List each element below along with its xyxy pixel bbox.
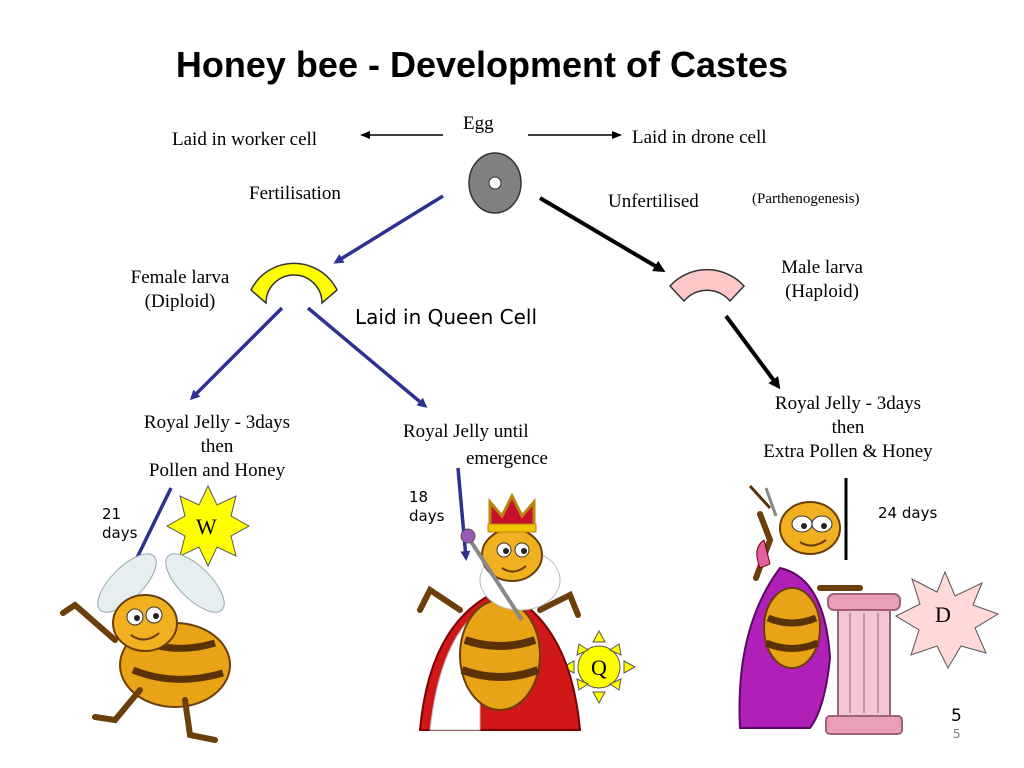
queen-bee-illustration bbox=[417, 492, 582, 731]
queen-diet-line2: emergence bbox=[466, 448, 548, 469]
female-larva-name: Female larva bbox=[130, 267, 230, 288]
male-larva-label: Male larva (Haploid) bbox=[752, 256, 892, 304]
page-number-small: 5 bbox=[953, 727, 961, 741]
arrow-egg-to-female-larva bbox=[333, 194, 444, 264]
queen-days-number: 18 bbox=[409, 488, 429, 506]
worker-diet-line3: Pollen and Honey bbox=[148, 459, 286, 481]
arrow-to-worker-bee bbox=[130, 487, 173, 571]
worker-diet-line2: then bbox=[200, 435, 234, 457]
queen-badge-letter: Q bbox=[591, 655, 607, 680]
worker-cell-label: Laid in worker cell bbox=[172, 129, 318, 150]
worker-days: 21 days bbox=[102, 505, 137, 543]
drone-cell-label: Laid in drone cell bbox=[632, 127, 767, 148]
male-larva-name: Male larva bbox=[781, 257, 863, 278]
slide-title: Honey bee - Development of Castes bbox=[175, 44, 789, 85]
queen-diet-line1: Royal Jelly until bbox=[403, 421, 529, 442]
parthenogenesis-label: (Parthenogenesis) bbox=[752, 191, 860, 207]
arrow-male-to-drone bbox=[724, 314, 781, 390]
egg-nucleus bbox=[488, 176, 502, 190]
female-larva-shape bbox=[250, 262, 338, 305]
arrow-female-to-worker bbox=[189, 306, 284, 401]
drone-badge-letter: D bbox=[935, 602, 951, 627]
male-larva-ploidy: (Haploid) bbox=[785, 280, 859, 302]
drone-badge-shape bbox=[894, 570, 1000, 670]
queen-days: 18 days bbox=[409, 488, 444, 526]
worker-badge-shape bbox=[165, 484, 251, 568]
queen-days-unit: days bbox=[409, 506, 445, 525]
worker-diet-line1: Royal Jelly - 3days bbox=[143, 412, 291, 433]
egg-label: Egg bbox=[463, 113, 494, 134]
worker-bee-illustration bbox=[60, 553, 231, 743]
drone-bee-illustration bbox=[738, 484, 903, 735]
worker-diet: Royal Jelly - 3days then Pollen and Hone… bbox=[115, 411, 319, 482]
worker-days-number: 21 bbox=[102, 505, 122, 523]
worker-badge-letter: W bbox=[196, 514, 217, 539]
worker-days-unit: days bbox=[102, 523, 138, 542]
arrow-egg-to-male-larva bbox=[538, 196, 666, 273]
page-number: 5 bbox=[951, 706, 962, 726]
queen-cell-label: Laid in Queen Cell bbox=[355, 305, 538, 329]
queen-badge-shape bbox=[561, 629, 637, 705]
arrow-to-queen-bee bbox=[456, 467, 471, 561]
arrow-female-to-queen bbox=[306, 306, 428, 408]
female-larva-ploidy: (Diploid) bbox=[144, 290, 216, 312]
drone-days: 24 days bbox=[878, 504, 938, 522]
drone-diet-line1: Royal Jelly - 3days bbox=[774, 393, 922, 414]
drone-diet-line3: Extra Pollen & Honey bbox=[763, 440, 933, 462]
female-larva-label: Female larva (Diploid) bbox=[110, 266, 250, 314]
fertilisation-label: Fertilisation bbox=[249, 183, 341, 204]
unfertilised-label: Unfertilised bbox=[608, 191, 699, 212]
drone-diet: Royal Jelly - 3days then Extra Pollen & … bbox=[738, 392, 958, 463]
drone-diet-line2: then bbox=[831, 416, 865, 438]
male-larva-shape bbox=[668, 268, 746, 303]
